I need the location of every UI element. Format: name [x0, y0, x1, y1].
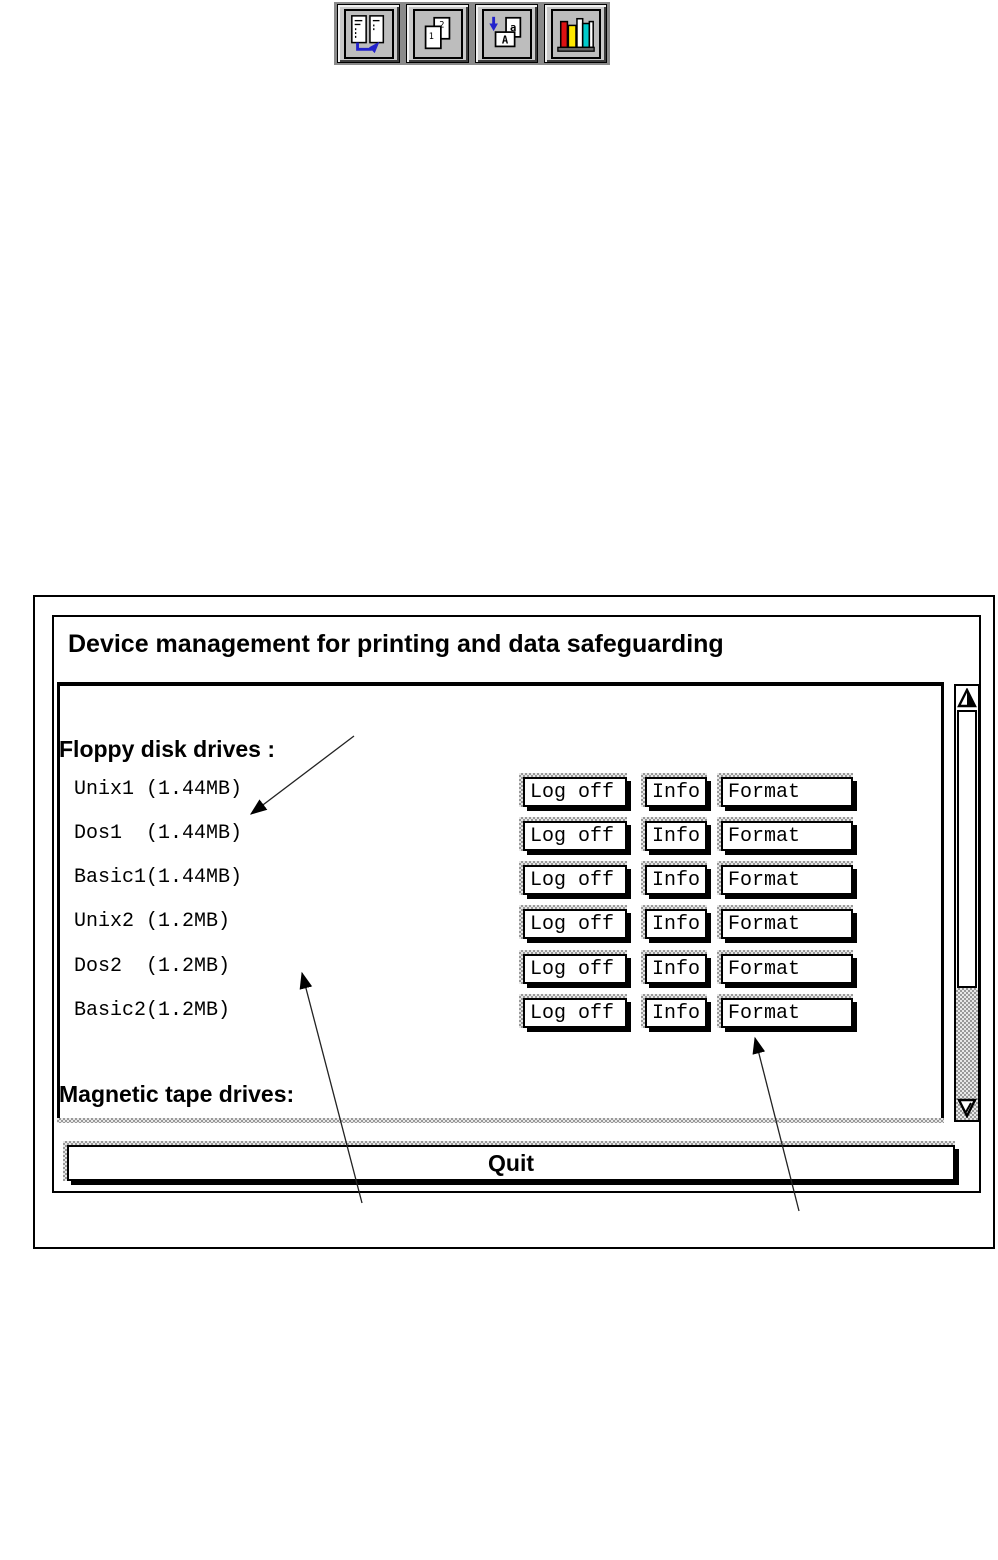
- drive-label: Basic1(1.44MB): [74, 866, 243, 889]
- panel-bottom-border: [57, 1118, 944, 1123]
- format-button-basic1[interactable]: Format: [717, 861, 853, 895]
- svg-text:a: a: [510, 22, 516, 34]
- scroll-down-arrow-icon[interactable]: [956, 1096, 978, 1120]
- svg-text:1: 1: [428, 31, 433, 41]
- drive-label: Basic2(1.2MB): [74, 999, 231, 1022]
- info-button-dos2[interactable]: Info: [641, 950, 708, 984]
- info-button-unix1[interactable]: Info: [641, 773, 708, 807]
- vertical-scrollbar[interactable]: [954, 684, 980, 1122]
- drive-label: Dos1 (1.44MB): [74, 822, 243, 845]
- log-off-button-dos1[interactable]: Log off: [519, 817, 627, 851]
- scroll-up-arrow-icon[interactable]: [956, 686, 978, 710]
- dialog-title: Device management for printing and data …: [68, 630, 724, 658]
- info-button-basic2[interactable]: Info: [641, 994, 708, 1028]
- format-button-dos2[interactable]: Format: [717, 950, 853, 984]
- info-button-basic1[interactable]: Info: [641, 861, 708, 895]
- svg-text:2: 2: [439, 20, 444, 30]
- drive-label: Dos2 (1.2MB): [74, 955, 231, 978]
- log-off-button-unix2[interactable]: Log off: [519, 905, 627, 939]
- scrollbar-thumb[interactable]: [957, 710, 977, 988]
- dual-panel-transfer-icon: [343, 8, 394, 59]
- toolbar-button-sort[interactable]: a A: [475, 4, 538, 63]
- drive-label: Unix2 (1.2MB): [74, 910, 231, 933]
- magnetic-tape-heading: Magnetic tape drives:: [59, 1081, 295, 1107]
- toolbar-button-pages[interactable]: 2 1: [406, 4, 469, 63]
- page-copy-icon: 2 1: [412, 8, 463, 59]
- info-button-unix2[interactable]: Info: [641, 905, 708, 939]
- format-button-dos1[interactable]: Format: [717, 817, 853, 851]
- format-button-unix1[interactable]: Format: [717, 773, 853, 807]
- toolbar-button-library[interactable]: [544, 4, 607, 63]
- log-off-button-unix1[interactable]: Log off: [519, 773, 627, 807]
- toolbar: 2 1 a A: [334, 2, 610, 65]
- log-off-button-basic2[interactable]: Log off: [519, 994, 627, 1028]
- log-off-button-dos2[interactable]: Log off: [519, 950, 627, 984]
- bookshelf-icon: [550, 8, 601, 59]
- svg-text:A: A: [501, 34, 508, 46]
- quit-button[interactable]: Quit: [63, 1141, 955, 1181]
- floppy-drives-heading: Floppy disk drives :: [59, 736, 275, 762]
- toolbar-button-contents[interactable]: [337, 4, 400, 63]
- drive-label: Unix1 (1.44MB): [74, 778, 243, 801]
- scrollbar-trough[interactable]: [956, 988, 978, 1120]
- log-off-button-basic1[interactable]: Log off: [519, 861, 627, 895]
- sort-alpha-pages-icon: a A: [481, 8, 532, 59]
- format-button-basic2[interactable]: Format: [717, 994, 853, 1028]
- format-button-unix2[interactable]: Format: [717, 905, 853, 939]
- info-button-dos1[interactable]: Info: [641, 817, 708, 851]
